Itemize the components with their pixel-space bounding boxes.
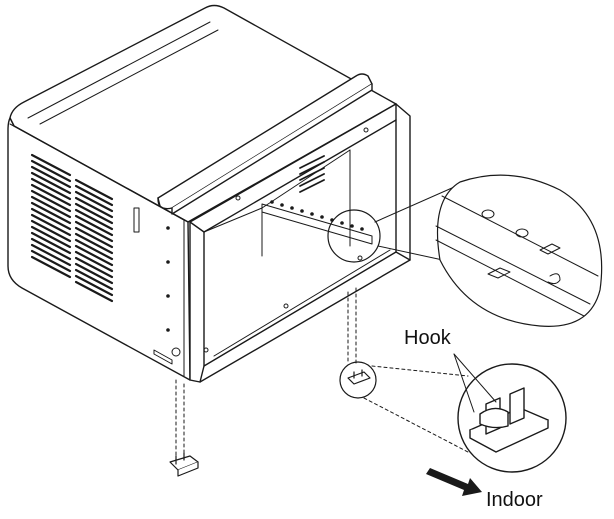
hook-bracket [469, 387, 549, 453]
side-grille-right [74, 178, 114, 303]
front-frame [189, 103, 411, 383]
top-mounting-rail [157, 73, 373, 215]
hook-label: Hook [404, 327, 452, 349]
flange-screw-holes [166, 226, 170, 332]
side-grille-left [30, 153, 72, 279]
detail-magnified-rail [435, 174, 603, 327]
detail-source-circle [327, 209, 381, 263]
cabinet-top [9, 4, 397, 223]
indoor-arrow-icon [426, 468, 482, 496]
left-bracket [169, 452, 199, 477]
drop-lines [175, 287, 469, 461]
bracket-detail-circle [339, 361, 377, 399]
indoor-label: Indoor [486, 489, 543, 511]
hook-detail-circle [457, 363, 567, 473]
